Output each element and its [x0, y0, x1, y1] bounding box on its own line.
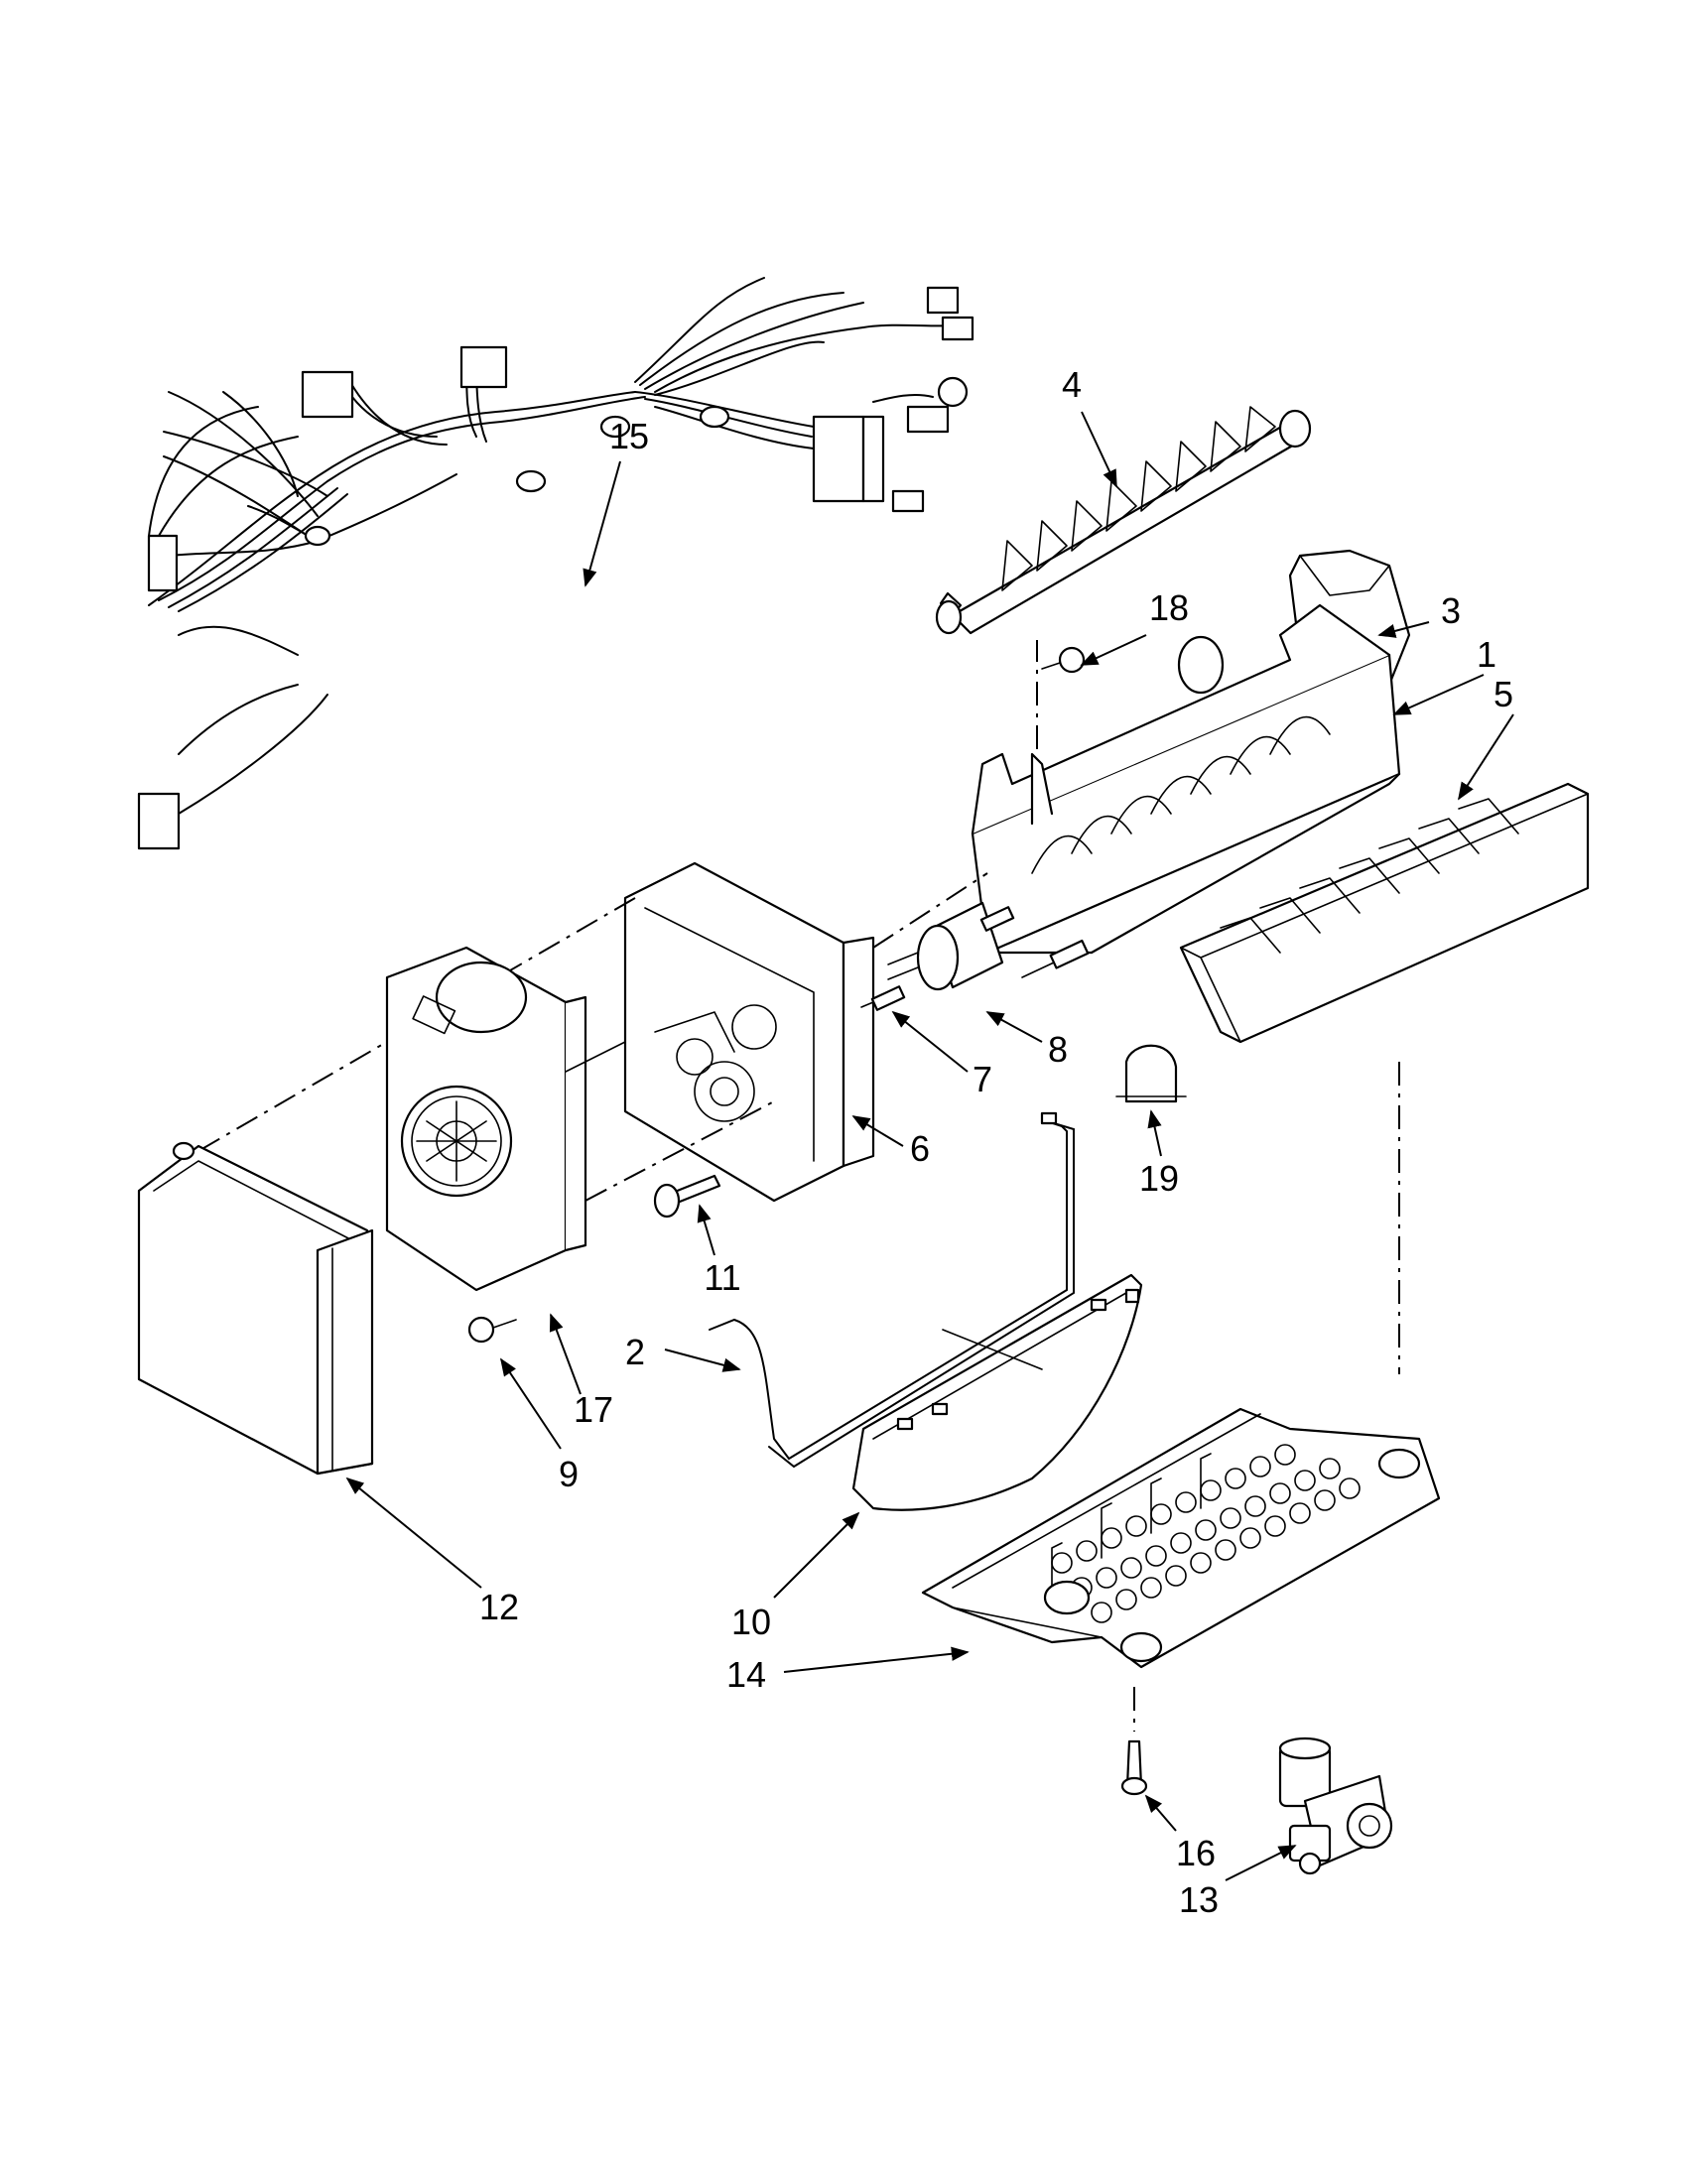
motor-housing-part	[197, 861, 988, 1203]
leader-lines	[345, 411, 1514, 1881]
callout-15: 15	[609, 416, 649, 456]
ice-tray-base-part	[921, 1407, 1441, 1669]
screw-9	[467, 1316, 517, 1344]
callout-18: 18	[1149, 587, 1189, 628]
callout-9: 9	[559, 1454, 579, 1494]
callout-10: 10	[731, 1602, 771, 1642]
screw-16	[1120, 1687, 1148, 1796]
water-valve-part	[1278, 1736, 1393, 1875]
callout-4: 4	[1062, 364, 1082, 405]
callout-12: 12	[479, 1587, 519, 1627]
callout-6: 6	[910, 1128, 930, 1169]
ice-mold-part	[971, 603, 1401, 955]
clip-part	[1115, 1044, 1187, 1103]
screw-11	[653, 1174, 721, 1219]
callout-2: 2	[625, 1332, 645, 1372]
callout-14: 14	[726, 1654, 766, 1695]
screw-18	[1041, 646, 1086, 674]
callout-5: 5	[1493, 674, 1513, 714]
callout-17: 17	[574, 1389, 613, 1430]
wire-harness-part	[137, 277, 974, 850]
callout-13: 13	[1179, 1879, 1219, 1920]
callout-8: 8	[1048, 1029, 1068, 1070]
tray-pegs	[1051, 1444, 1361, 1623]
shaft-part	[860, 985, 906, 1011]
stripper-part	[851, 1273, 1143, 1511]
mold-pins	[979, 906, 1090, 978]
motor-part	[887, 901, 1004, 991]
ejector-part	[935, 406, 1312, 635]
callout-1: 1	[1477, 634, 1496, 675]
callout-7: 7	[973, 1059, 992, 1099]
callout-11: 11	[704, 1257, 740, 1298]
fill-cup-part	[1179, 782, 1590, 1374]
shutoff-arm-part	[709, 1111, 1075, 1469]
callout-3: 3	[1441, 590, 1461, 631]
callout-labels: 1 2 3 4 5 6 7 8 9 10 11 12 13 14 15 16 1…	[479, 364, 1513, 1920]
control-module-part	[385, 946, 775, 1292]
callout-19: 19	[1139, 1158, 1179, 1199]
callout-16: 16	[1176, 1833, 1216, 1873]
module-cover-part	[137, 1141, 374, 1476]
